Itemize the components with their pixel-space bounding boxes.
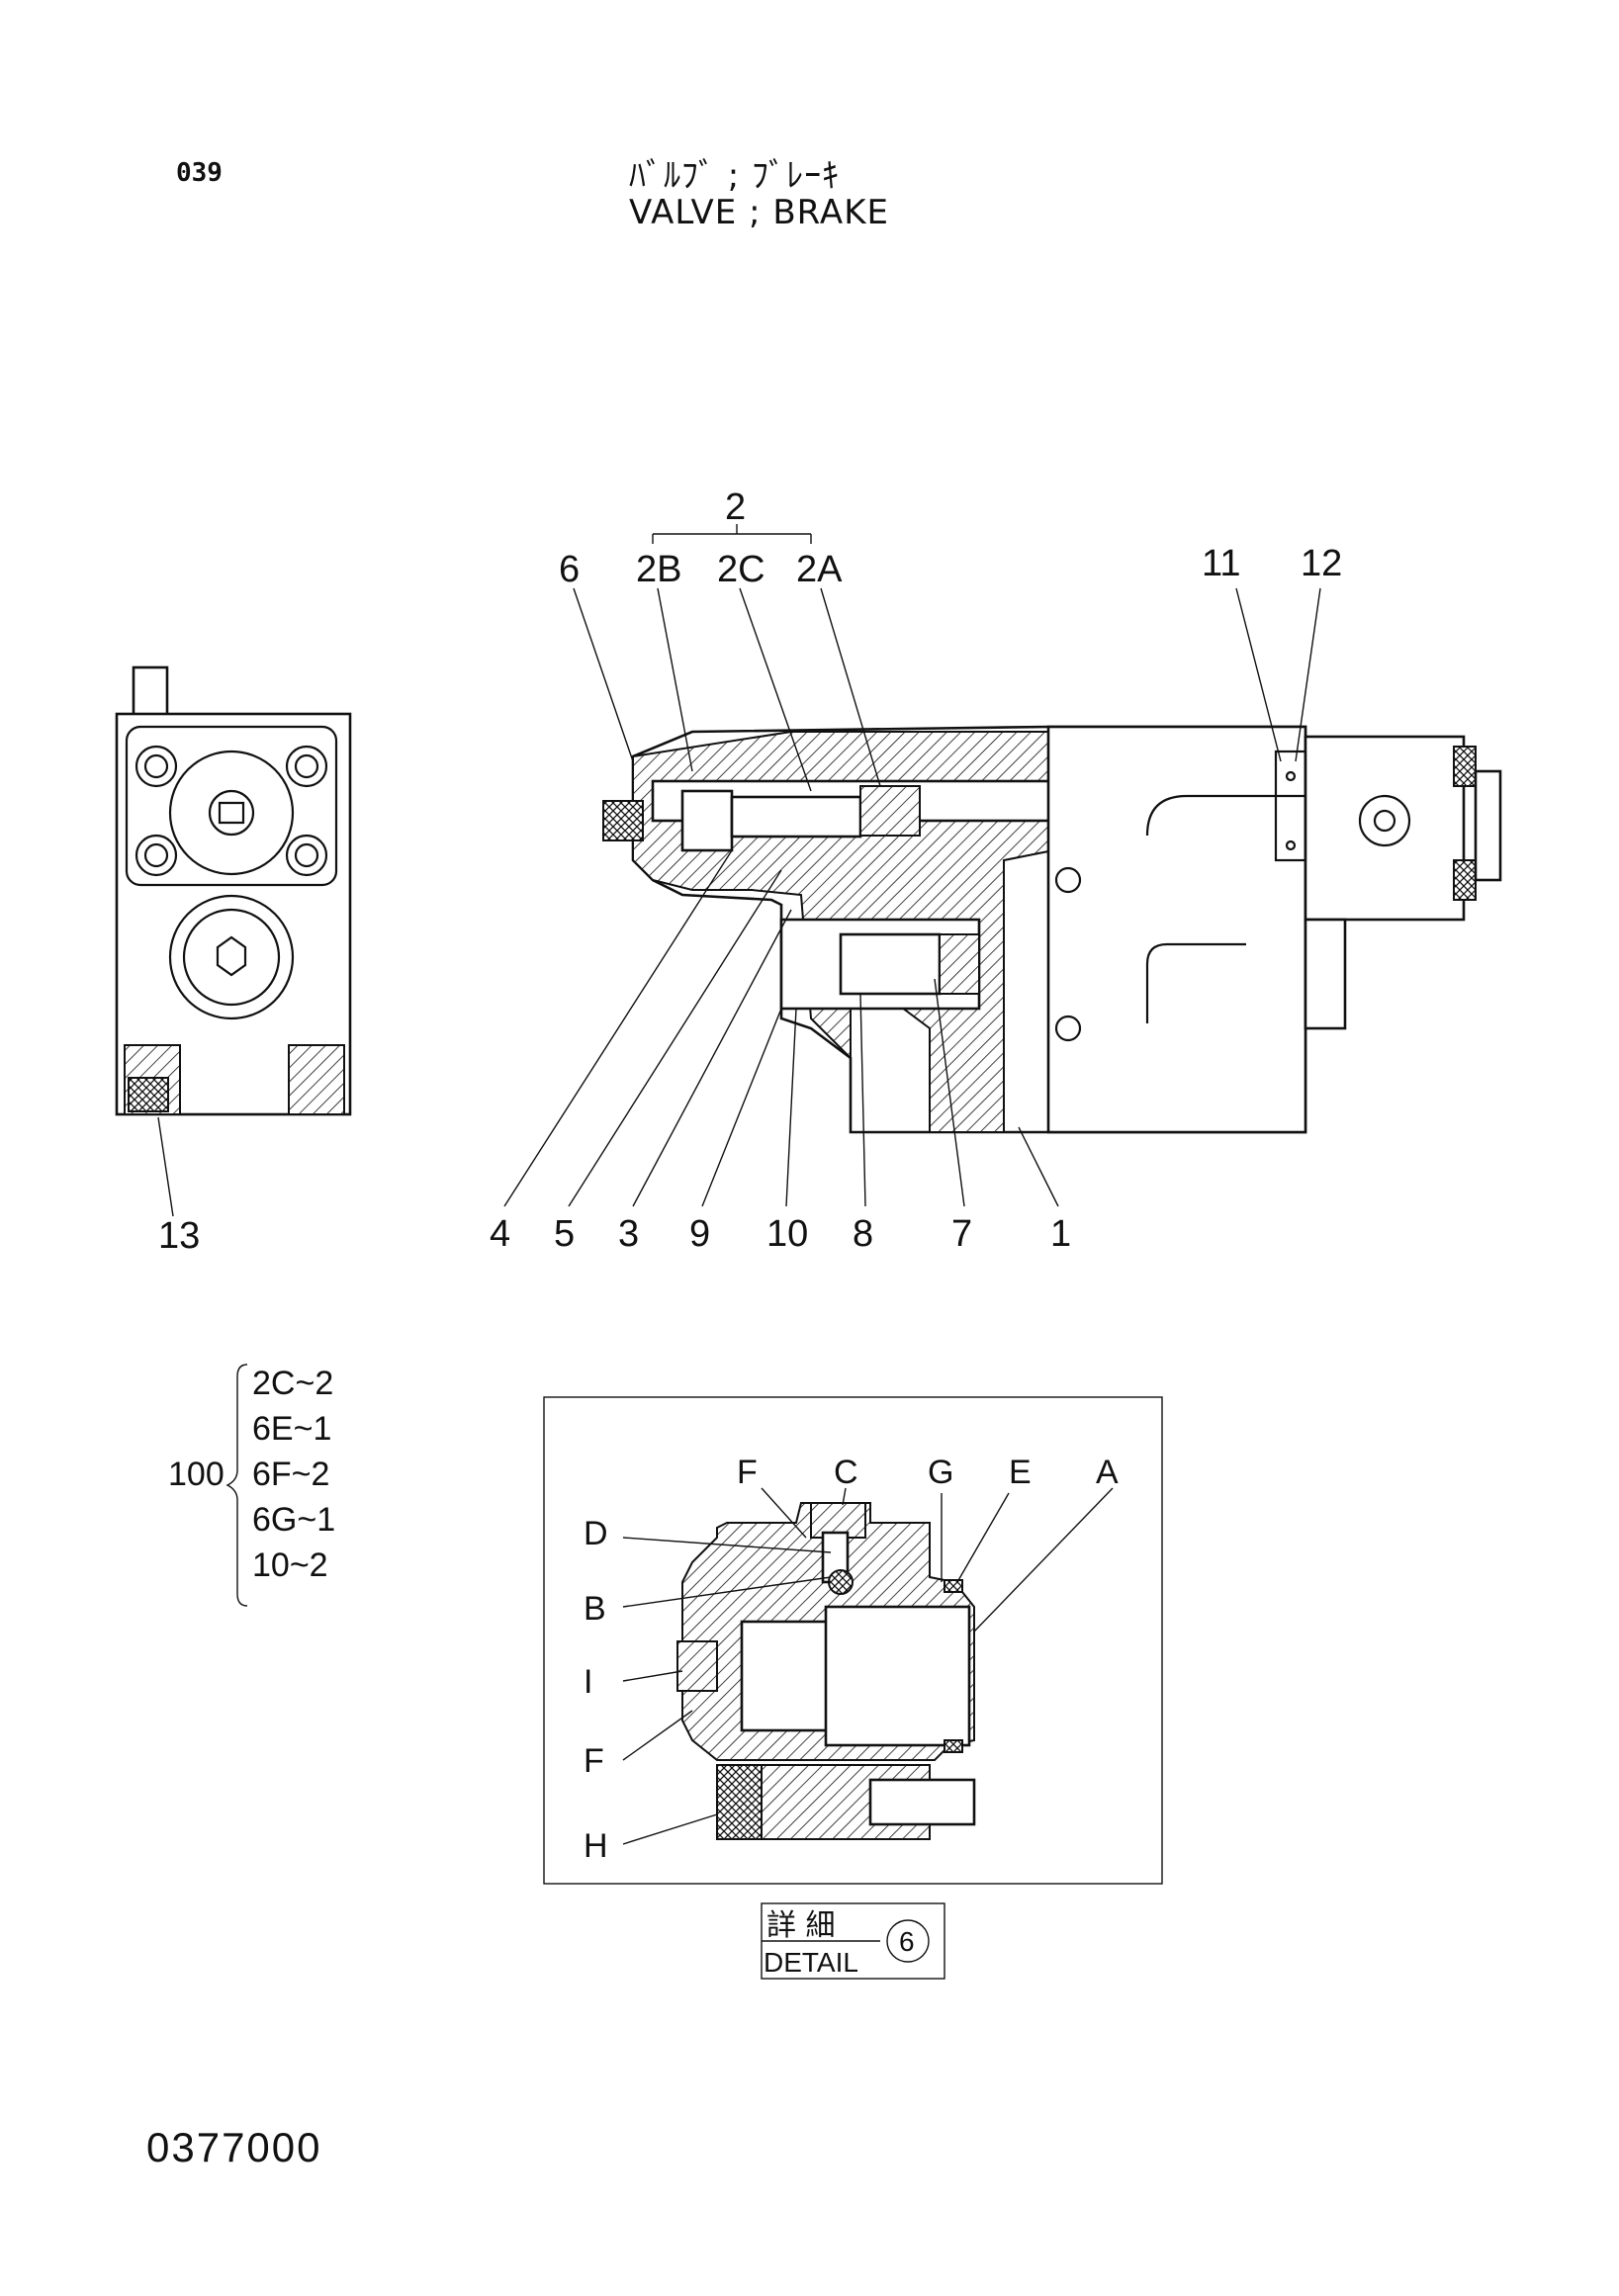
sheet-number: 039 [176, 158, 223, 188]
detail-seal-E [944, 1579, 963, 1593]
detail-callout-A: A [1096, 1454, 1119, 1491]
detail-callout-C: C [834, 1454, 858, 1491]
part-id: 0377000 [146, 2124, 322, 2170]
bolt-head-bl [135, 834, 178, 877]
title-japanese: ﾊﾞﾙﾌﾞ ; ﾌﾞﾚｰｷ [629, 156, 841, 196]
detail-bolt-head-H [716, 1764, 763, 1840]
detail-plunger [740, 1620, 843, 1732]
detail-callout-E: E [1009, 1454, 1032, 1491]
side-view-port [168, 894, 295, 1020]
callout-13: 13 [158, 1215, 200, 1257]
kit-item: 6F~2 [252, 1456, 329, 1493]
kit-number: 100 [168, 1456, 225, 1493]
detail-callout-I: I [584, 1663, 592, 1701]
name-plate-11 [1274, 750, 1307, 862]
callout-11: 11 [1202, 543, 1240, 584]
callout-2: 2 [725, 486, 746, 528]
callout-3: 3 [618, 1213, 639, 1255]
side-view-cover-plate [125, 725, 338, 887]
side-plug-13 [128, 1077, 169, 1112]
sleeve-2A [859, 785, 921, 837]
detail-view: F C G E A D B I F H 詳 細 DETAIL 6 [543, 1396, 1163, 1980]
detail-piston-A [824, 1605, 971, 1747]
title-english: VALVE ; BRAKE [629, 193, 889, 232]
detail-ball-B [828, 1569, 854, 1595]
callout-8: 8 [853, 1213, 873, 1255]
detail-callout-F-top: F [737, 1454, 758, 1491]
main-view: 2 6 2B 2C 2A 11 12 4 5 3 9 10 8 7 1 [490, 486, 1502, 1255]
callout-7: 7 [951, 1213, 972, 1255]
kit-list: 100 2C~2 6E~1 6F~2 6G~1 10~2 [168, 1364, 335, 1607]
bolt-head-tr [285, 745, 328, 788]
side-view-plug [208, 789, 255, 837]
detail-callout-F-bottom: F [584, 1742, 604, 1780]
callout-4: 4 [490, 1213, 510, 1255]
side-view-boss [168, 750, 295, 876]
detail-tag-en: DETAIL [764, 1947, 858, 1978]
kit-item: 6E~1 [252, 1410, 331, 1448]
piston-8 [839, 932, 942, 996]
valve-body-right [1046, 725, 1307, 1134]
kit-item: 6G~1 [252, 1501, 335, 1539]
callout-10: 10 [766, 1213, 808, 1255]
detail-plug-I [676, 1640, 718, 1692]
callout-2A: 2A [796, 549, 843, 590]
detail-tag-circle [886, 1919, 930, 1963]
plug-6 [602, 800, 644, 841]
callout-6: 6 [559, 549, 580, 590]
side-view: 13 [115, 665, 352, 1257]
kit-item: 10~2 [252, 1546, 328, 1584]
side-view-stud [132, 665, 169, 717]
callout-9: 9 [689, 1213, 710, 1255]
detail-callout-D: D [584, 1515, 608, 1552]
callout-5: 5 [554, 1213, 575, 1255]
kit-item: 2C~2 [252, 1365, 333, 1402]
solenoid-block [1304, 735, 1466, 922]
kit-brace [225, 1364, 248, 1607]
bolt-head-br [285, 834, 328, 877]
callout-12: 12 [1301, 543, 1342, 584]
detail-frame [543, 1396, 1163, 1885]
detail-callout-G: G [928, 1454, 953, 1491]
detail-tag-jp: 詳 細 [766, 1908, 836, 1943]
spring-seat-2B [680, 789, 734, 852]
side-port-right [288, 1044, 345, 1115]
detail-callout-B: B [584, 1590, 606, 1628]
callout-2B: 2B [636, 549, 681, 590]
callout-2C: 2C [717, 549, 765, 590]
detail-tag-number: 6 [899, 1926, 915, 1957]
bolt-head-tl [135, 745, 178, 788]
hex-socket [216, 935, 247, 977]
spool-2C [730, 795, 862, 839]
detail-callout-H: H [584, 1827, 608, 1865]
seat-7 [939, 933, 980, 995]
callout-1: 1 [1050, 1213, 1071, 1255]
